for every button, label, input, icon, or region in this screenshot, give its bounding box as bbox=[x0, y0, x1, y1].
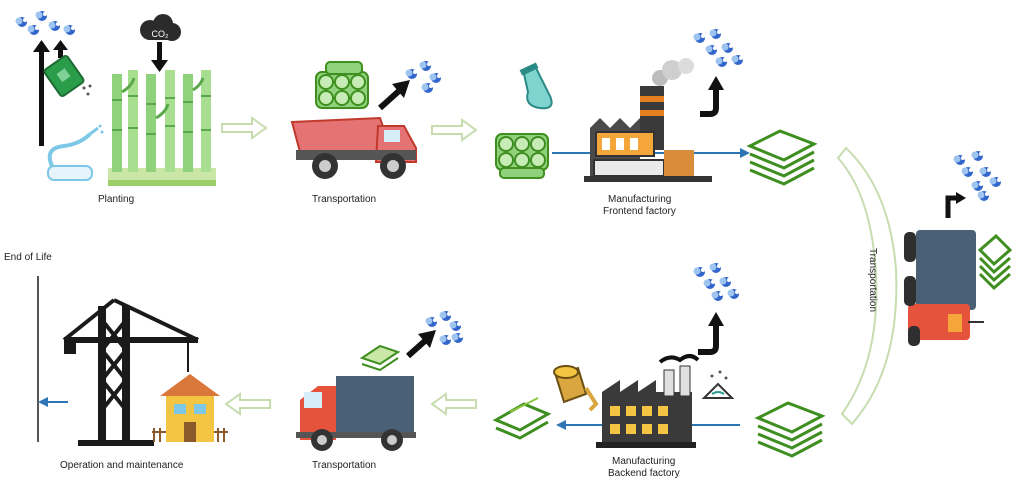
flow-arrow-1 bbox=[221, 117, 267, 139]
transport-dump-truck bbox=[290, 61, 441, 179]
flask-icon bbox=[519, 62, 553, 110]
emission-up-arrow-icon bbox=[33, 40, 68, 146]
co2-cloud-icon: CO₂ bbox=[140, 14, 181, 72]
side-truck-icon bbox=[904, 230, 984, 346]
svg-text:CO₂: CO₂ bbox=[152, 29, 170, 39]
emission-molecules-icon bbox=[405, 61, 441, 93]
backend-factory-icon bbox=[596, 354, 700, 448]
vertical-transport-stage bbox=[836, 146, 1013, 426]
emission-arrow-icon bbox=[377, 80, 410, 111]
bamboo-load-icon bbox=[315, 61, 369, 109]
emission-molecules-icon bbox=[693, 29, 743, 67]
flow-arrow-4 bbox=[225, 393, 271, 415]
emission-arrow-icon bbox=[700, 76, 724, 117]
fertilizer-bag-icon bbox=[43, 55, 92, 97]
label-backend-line2: Backend factory bbox=[608, 468, 680, 479]
label-frontend-line2: Frontend factory bbox=[603, 206, 676, 217]
sheets-input-icon bbox=[756, 401, 824, 458]
curved-flow-arrow bbox=[836, 146, 898, 426]
label-frontend-line1: Manufacturing bbox=[608, 194, 672, 205]
flow-arrow-3 bbox=[431, 393, 477, 415]
emission-arrow-icon bbox=[698, 312, 724, 355]
label-planting: Planting bbox=[98, 194, 135, 205]
label-operation: Operation and maintenance bbox=[60, 460, 184, 471]
watering-hose-icon bbox=[47, 124, 104, 181]
emission-arrow-icon bbox=[406, 330, 436, 359]
crane-icon bbox=[62, 298, 199, 446]
transport-box-truck bbox=[296, 311, 463, 451]
label-end-of-life: End of Life bbox=[4, 252, 52, 263]
backend-factory-stage bbox=[492, 263, 824, 458]
boards-load-icon bbox=[359, 344, 401, 372]
label-transportation-2: Transportation bbox=[312, 460, 377, 471]
planting-stage: CO₂ bbox=[15, 11, 216, 186]
emission-molecules-icon bbox=[693, 263, 739, 301]
emission-arrow-icon bbox=[945, 192, 966, 218]
paint-bucket-icon bbox=[553, 365, 599, 412]
operation-stage bbox=[62, 298, 228, 446]
bamboo-plants-icon bbox=[108, 70, 216, 186]
label-transportation-vertical: Transportation bbox=[867, 247, 879, 313]
powder-pile-icon bbox=[701, 370, 735, 399]
boards-icon bbox=[492, 397, 552, 440]
emission-molecules-icon bbox=[15, 11, 75, 35]
label-backend-line1: Manufacturing bbox=[612, 456, 676, 467]
sheets-output-icon bbox=[748, 129, 816, 186]
label-transportation-1: Transportation bbox=[312, 194, 377, 205]
sheets-load-icon bbox=[977, 233, 1013, 291]
house-icon bbox=[152, 374, 228, 442]
frontend-factory-stage bbox=[495, 29, 816, 186]
flow-arrow-2 bbox=[431, 119, 477, 141]
frontend-factory-icon bbox=[584, 58, 712, 182]
bamboo-bundle-icon bbox=[495, 133, 549, 179]
truck-box bbox=[336, 376, 414, 436]
emission-molecules-icon bbox=[953, 151, 1001, 201]
end-of-life-stage bbox=[37, 276, 68, 442]
